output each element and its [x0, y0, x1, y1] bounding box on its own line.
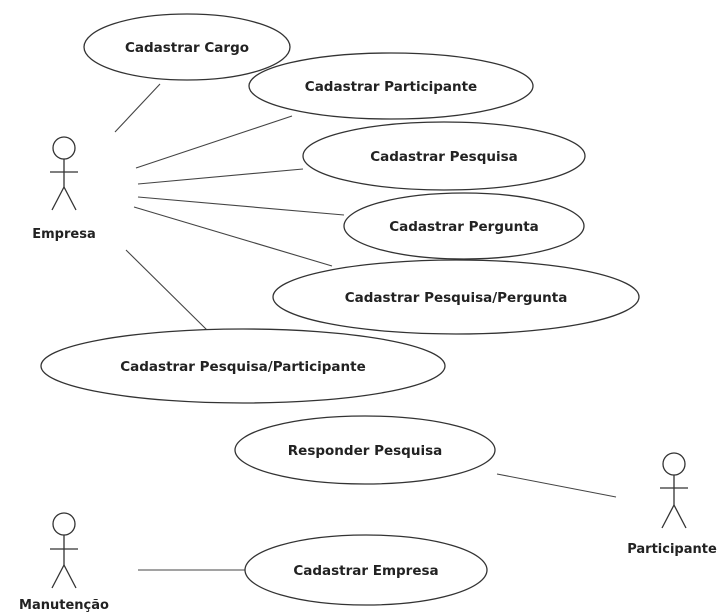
use-case-cadastrar-pesquisa-participante[interactable]: Cadastrar Pesquisa/Participante [40, 328, 446, 404]
use-case-label: Cadastrar Pesquisa [370, 149, 518, 165]
actor-name: Manutenção [19, 598, 109, 613]
use-case-ellipse [234, 415, 496, 485]
actor-name: Empresa [32, 227, 95, 242]
actor-empresa[interactable]: Empresa [32, 136, 96, 242]
use-case-label: Cadastrar Participante [305, 79, 477, 95]
use-case-cadastrar-pesquisa[interactable]: Cadastrar Pesquisa [302, 121, 586, 191]
use-case-label: Cadastrar Cargo [125, 40, 249, 56]
use-case-cadastrar-participante[interactable]: Cadastrar Participante [248, 52, 534, 120]
use-case-label: Cadastrar Pesquisa/Pergunta [345, 290, 568, 306]
association-empresa-cadastrar-participante [135, 115, 293, 169]
actor-name: Participante [627, 542, 717, 557]
associations [114, 83, 617, 571]
association-empresa-cadastrar-cargo [114, 83, 161, 133]
association-empresa-cadastrar-pergunta [137, 196, 345, 216]
use-case-responder-pesquisa[interactable]: Responder Pesquisa [234, 415, 496, 485]
association-empresa-cadastrar-pesquisa-pergunta [133, 206, 333, 267]
use-case-cadastrar-cargo[interactable]: Cadastrar Cargo [83, 13, 291, 81]
use-case-cadastrar-pesquisa-pergunta[interactable]: Cadastrar Pesquisa/Pergunta [272, 259, 640, 335]
actor-stick-figure-icon [660, 452, 688, 529]
use-case-ellipse [343, 192, 585, 260]
use-case-ellipse [272, 259, 640, 335]
association-empresa-cadastrar-pesquisa [137, 168, 304, 185]
use-case-ellipse [83, 13, 291, 81]
actor-stick-figure-icon [50, 136, 78, 211]
use-case-ellipse [302, 121, 586, 191]
use-case-cadastrar-empresa[interactable]: Cadastrar Empresa [244, 534, 488, 606]
use-case-ellipse [248, 52, 534, 120]
use-case-ellipse [40, 328, 446, 404]
actor-manutencao[interactable]: Manutenção [19, 512, 109, 613]
use-case-label: Cadastrar Pergunta [389, 219, 539, 235]
association-participante-responder-pesquisa [496, 473, 617, 498]
use-case-cadastrar-pergunta[interactable]: Cadastrar Pergunta [343, 192, 585, 260]
use-case-ellipse [244, 534, 488, 606]
association-empresa-cadastrar-pesquisa-participante [125, 249, 209, 332]
actor-participante[interactable]: Participante [627, 452, 717, 557]
use-case-label: Cadastrar Pesquisa/Participante [120, 359, 365, 375]
use-case-label: Responder Pesquisa [288, 443, 442, 459]
actor-stick-figure-icon [50, 512, 78, 589]
use-case-label: Cadastrar Empresa [293, 563, 438, 579]
